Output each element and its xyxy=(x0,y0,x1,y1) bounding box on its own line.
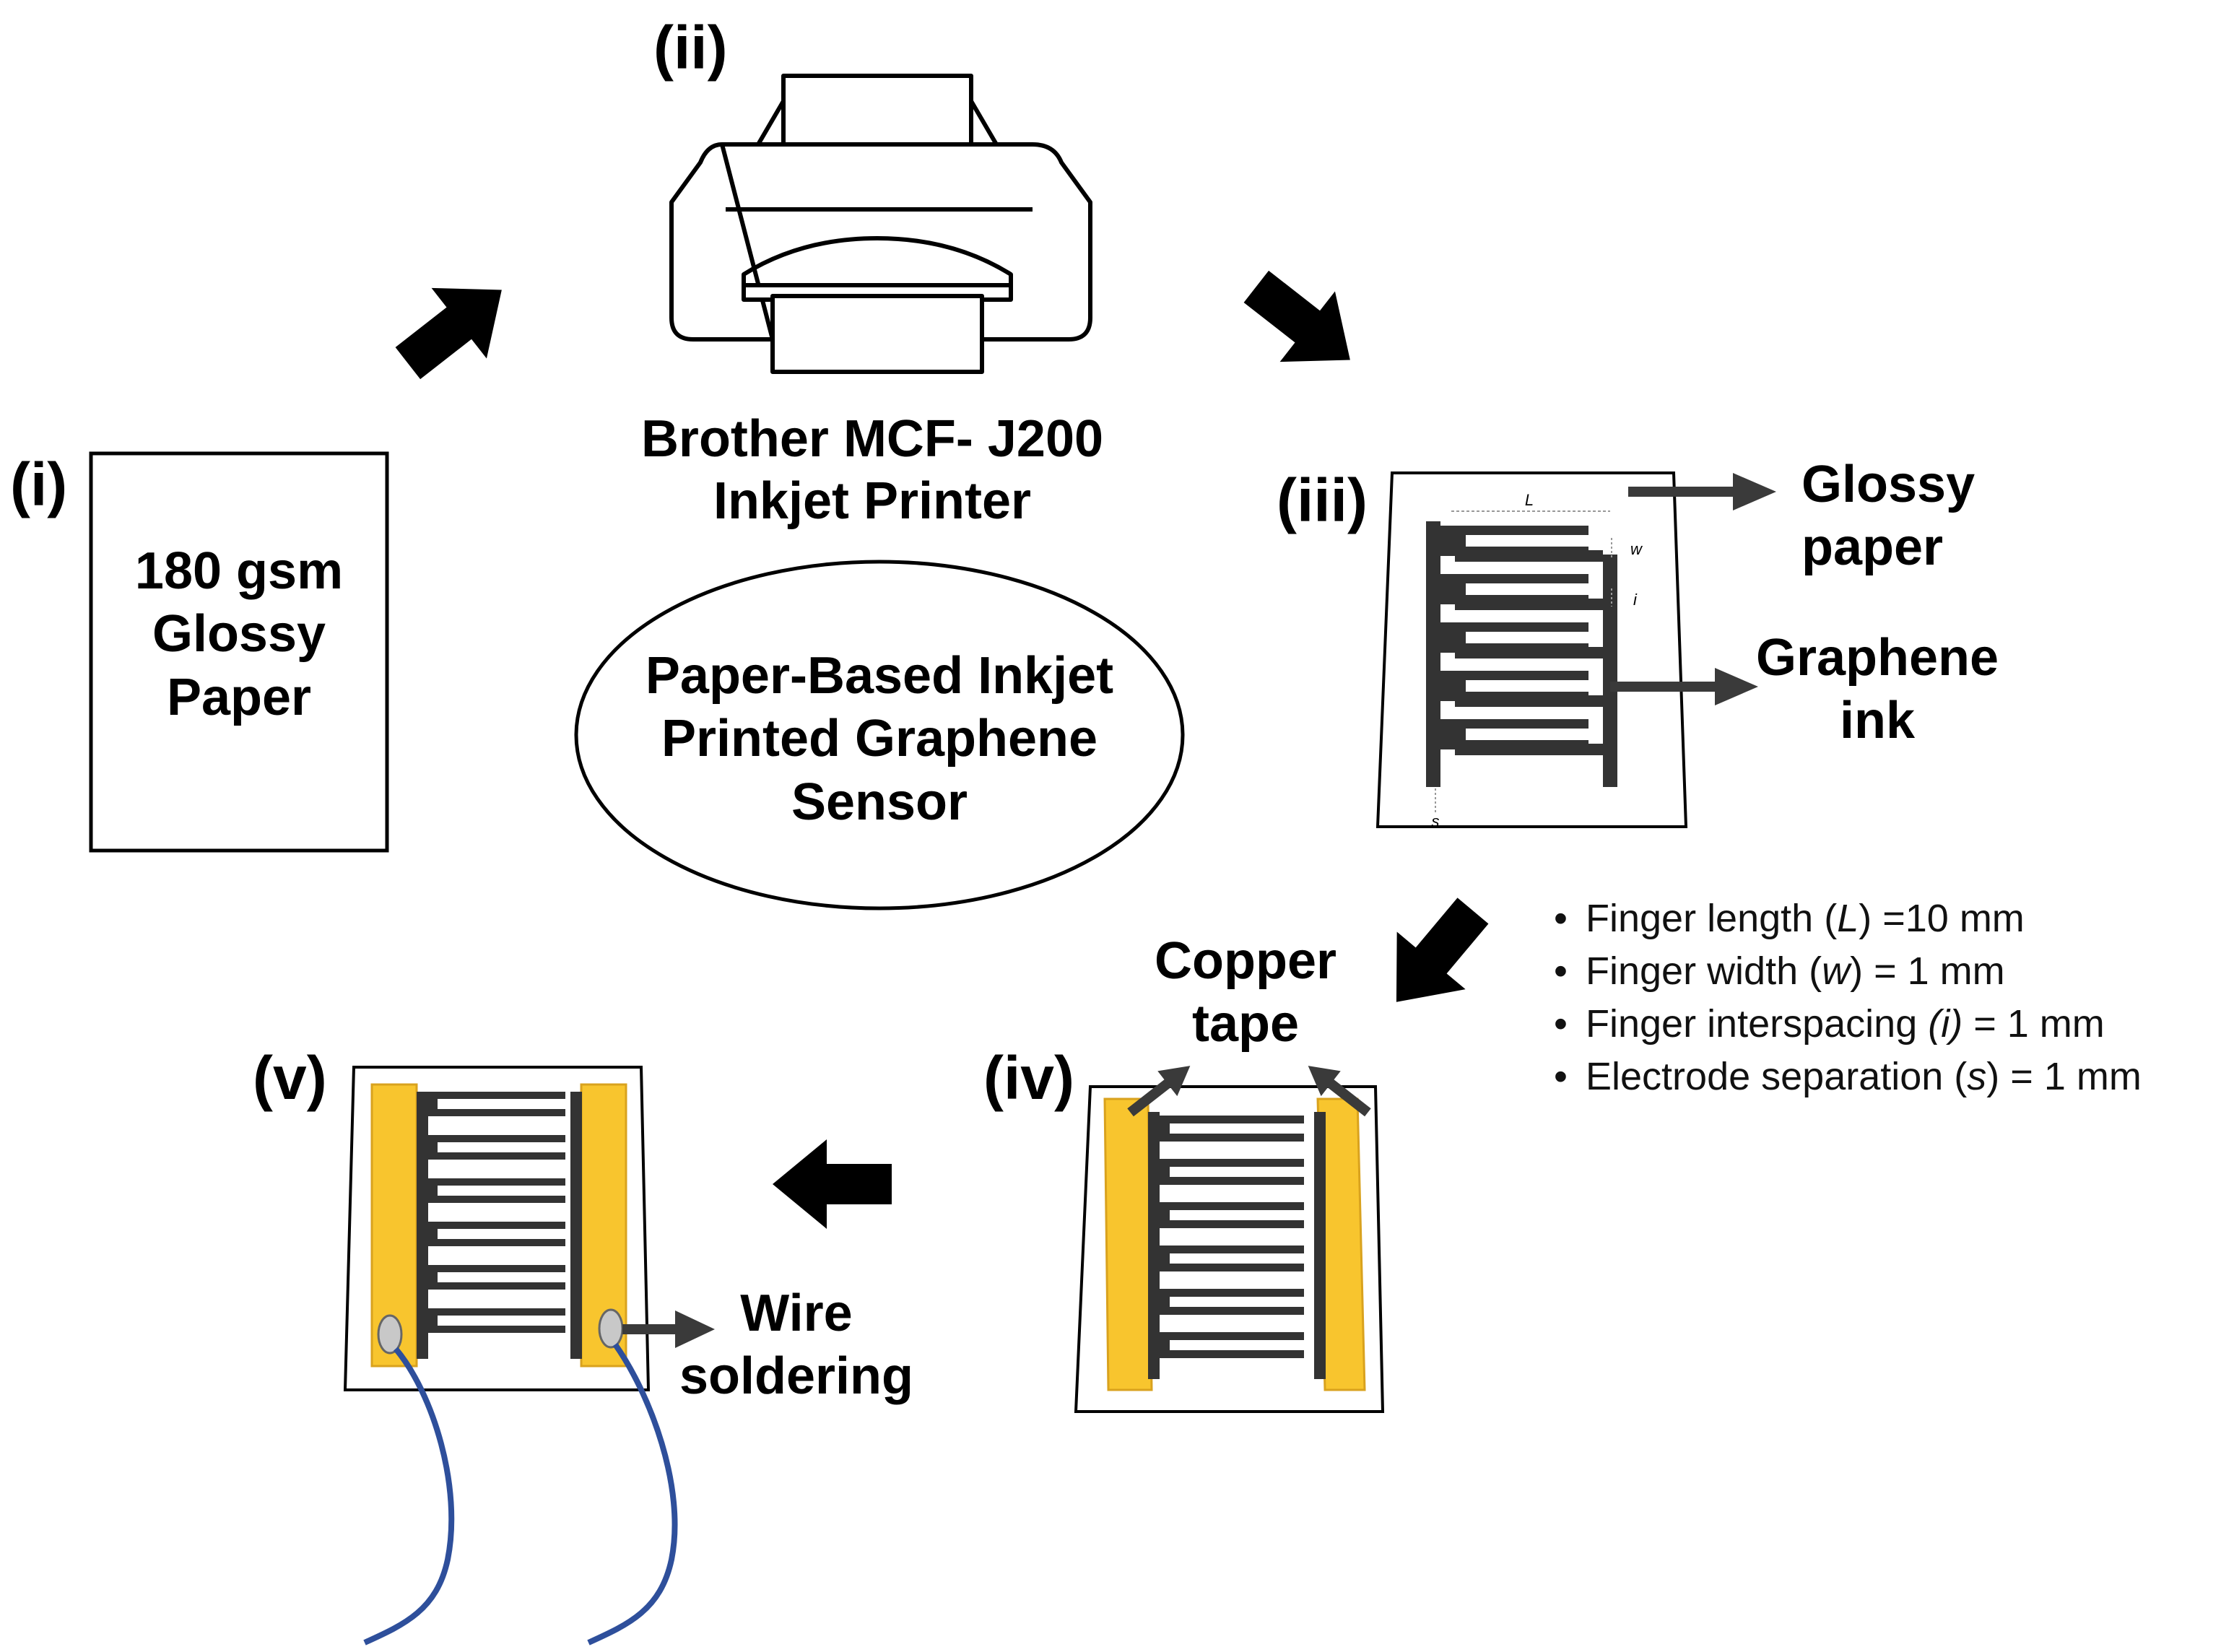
callout-wire-line2: soldering xyxy=(679,1347,913,1405)
interdigitated-electrode-v xyxy=(417,1092,582,1359)
paper-label-line3: Paper xyxy=(167,669,311,726)
step-label-ii: (ii) xyxy=(653,14,728,82)
arrow-to-printed-sensor xyxy=(1243,270,1350,362)
solder-joint-left xyxy=(377,1314,403,1355)
svg-text:•: • xyxy=(1554,897,1568,940)
callout-graphene-line1: Graphene xyxy=(1756,629,1999,687)
callout-glossy-line1: Glossy xyxy=(1801,456,1975,513)
callout-glossy-line2: paper xyxy=(1801,518,1943,576)
svg-text:•: • xyxy=(1554,1055,1568,1098)
glossy-paper-sheet xyxy=(89,451,389,853)
svg-text:Electrode separation (s) = 1 m: Electrode separation (s) = 1 mm xyxy=(1586,1055,2142,1098)
arrow-to-copper-tape xyxy=(1396,897,1489,1002)
center-title-line2: Printed Graphene xyxy=(661,710,1098,768)
step-label-v: (v) xyxy=(253,1044,327,1112)
arrow-to-wire-soldering xyxy=(773,1139,892,1229)
arrow-to-printer xyxy=(395,287,502,380)
step-label-iv: (iv) xyxy=(983,1044,1074,1112)
spec-list: • Finger length (L) =10 mm • Finger widt… xyxy=(1554,897,2142,1098)
copper-tape-strips xyxy=(1103,1097,1366,1391)
spec-item: • Finger interspacing (i) = 1 mm xyxy=(1554,1002,2105,1045)
wire-right xyxy=(587,1342,678,1646)
wire-soldering-callout-arrow xyxy=(622,1310,715,1348)
paper-label-line2: Glossy xyxy=(152,605,326,663)
step-label-iii: (iii) xyxy=(1277,466,1368,534)
callout-copper-line2: tape xyxy=(1192,995,1299,1053)
spec-item: • Finger length (L) =10 mm xyxy=(1554,897,2025,940)
solder-joint-right xyxy=(598,1308,624,1349)
interdigitated-electrode-iii xyxy=(1426,510,1617,814)
printer-icon xyxy=(669,74,1092,374)
wire-left xyxy=(363,1347,455,1646)
sensor-title-ellipse xyxy=(574,560,1185,910)
callout-graphene-line2: ink xyxy=(1840,692,1916,749)
interdigitated-electrode-iv xyxy=(1148,1112,1326,1379)
callout-wire-line1: Wire xyxy=(740,1284,852,1342)
center-title-line3: Sensor xyxy=(791,773,968,831)
printer-label-line1: Brother MCF- J200 xyxy=(641,410,1103,468)
svg-text:Finger interspacing (i) = 1 mm: Finger interspacing (i) = 1 mm xyxy=(1586,1002,2105,1045)
dim-label-s: s xyxy=(1432,812,1440,830)
callout-copper-line1: Copper xyxy=(1155,932,1336,990)
svg-text:•: • xyxy=(1554,1002,1568,1045)
spec-item: • Finger width (w) = 1 mm xyxy=(1554,949,2005,993)
step-label-i: (i) xyxy=(10,451,67,518)
glossy-paper-callout-arrow xyxy=(1628,473,1776,510)
copper-callout-arrow-left xyxy=(1127,1066,1191,1117)
graphene-ink-callout-arrow xyxy=(1610,668,1758,705)
svg-text:Finger width (w) = 1 mm: Finger width (w) = 1 mm xyxy=(1586,949,2005,993)
copper-callout-arrow-right xyxy=(1308,1066,1371,1117)
center-title-line1: Paper-Based Inkjet xyxy=(646,647,1113,705)
dim-label-L: L xyxy=(1525,491,1534,509)
spec-item: • Electrode separation (s) = 1 mm xyxy=(1554,1055,2142,1098)
printer-label-line2: Inkjet Printer xyxy=(713,472,1031,530)
dim-label-w: w xyxy=(1630,540,1643,558)
svg-text:Finger length (L) =10 mm: Finger length (L) =10 mm xyxy=(1586,897,2025,940)
paper-label-line1: 180 gsm xyxy=(135,542,343,600)
dim-label-i: i xyxy=(1633,591,1638,609)
svg-text:•: • xyxy=(1554,949,1568,993)
